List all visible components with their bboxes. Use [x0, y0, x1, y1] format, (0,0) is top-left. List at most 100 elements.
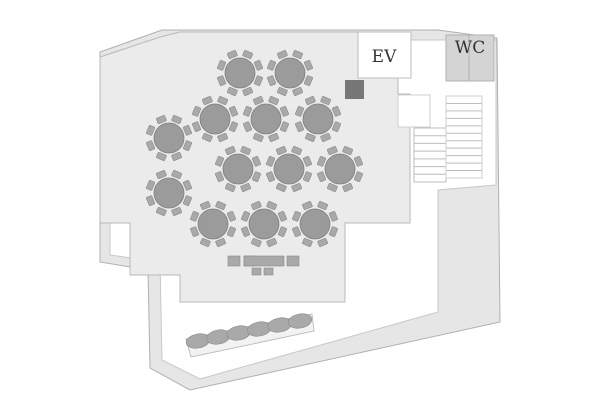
structural-column [345, 80, 364, 99]
chair [267, 75, 277, 86]
round-table-set [266, 146, 312, 192]
round-table-set [292, 201, 338, 247]
chair [266, 201, 277, 211]
chair [291, 146, 302, 156]
chair [202, 96, 213, 106]
chair [317, 237, 328, 247]
chair [268, 132, 279, 142]
chair [266, 156, 276, 167]
chair [266, 237, 277, 247]
chair [302, 171, 312, 182]
chair [182, 195, 192, 206]
round-table [199, 103, 231, 135]
chair [241, 226, 251, 237]
chair [292, 50, 303, 60]
chair [156, 170, 167, 180]
chair [305, 132, 316, 142]
restroom-room [445, 34, 495, 82]
chair [266, 171, 276, 182]
round-table [153, 122, 185, 154]
chair [292, 86, 303, 96]
round-table [250, 103, 282, 135]
stair-landing [445, 95, 483, 179]
head-table [243, 255, 285, 267]
chair [317, 171, 327, 182]
chair [146, 195, 156, 206]
chair [292, 226, 302, 237]
round-table-set [317, 146, 363, 192]
chair [241, 211, 251, 222]
chair [253, 75, 263, 86]
chair [146, 140, 156, 151]
stair-outline [445, 95, 483, 179]
chair [240, 182, 251, 192]
round-table [299, 208, 331, 240]
round-tables-group [146, 50, 363, 247]
round-table-set [267, 50, 313, 96]
chair [253, 96, 264, 106]
chair [251, 237, 262, 247]
chair [156, 151, 167, 161]
chair [202, 132, 213, 142]
chair [303, 75, 313, 86]
chair [215, 237, 226, 247]
chair [320, 96, 331, 106]
chair [251, 171, 261, 182]
chair [182, 180, 192, 191]
chair [146, 180, 156, 191]
chair [146, 125, 156, 136]
chair [190, 226, 200, 237]
chair [228, 121, 238, 132]
chair [328, 226, 338, 237]
chair [327, 146, 338, 156]
elevator-room [357, 31, 412, 79]
chair [225, 182, 236, 192]
chair [243, 106, 253, 117]
chair [226, 226, 236, 237]
outdoor-bench-row [185, 313, 315, 358]
chair [277, 226, 287, 237]
chair [228, 106, 238, 117]
chair [291, 182, 302, 192]
chair [305, 96, 316, 106]
chair [226, 211, 236, 222]
chair [331, 121, 341, 132]
round-table-set [146, 170, 192, 216]
round-table [197, 208, 229, 240]
round-table [273, 153, 305, 185]
chair [268, 96, 279, 106]
chair [302, 156, 312, 167]
chair [342, 146, 353, 156]
chair [156, 206, 167, 216]
chair [253, 132, 264, 142]
round-table [324, 153, 356, 185]
staircase-upper [445, 95, 483, 179]
chair [328, 211, 338, 222]
stair-outline [413, 127, 447, 183]
round-table [274, 57, 306, 89]
restroom-label: WC [455, 38, 485, 58]
chair [303, 60, 313, 71]
chair [295, 106, 305, 117]
chair [240, 146, 251, 156]
chair [353, 156, 363, 167]
chair [200, 201, 211, 211]
chair [171, 115, 182, 125]
chair [215, 201, 226, 211]
bench-seat [287, 313, 313, 329]
chair [217, 60, 227, 71]
chair [277, 211, 287, 222]
chair [171, 170, 182, 180]
chair [331, 106, 341, 117]
chair [277, 50, 288, 60]
chair [171, 206, 182, 216]
chair [242, 86, 253, 96]
chair [243, 121, 253, 132]
round-table-set [146, 115, 192, 161]
chair [182, 140, 192, 151]
service-room [397, 94, 431, 128]
chair [171, 151, 182, 161]
round-table [153, 177, 185, 209]
round-table [302, 103, 334, 135]
chair [277, 86, 288, 96]
